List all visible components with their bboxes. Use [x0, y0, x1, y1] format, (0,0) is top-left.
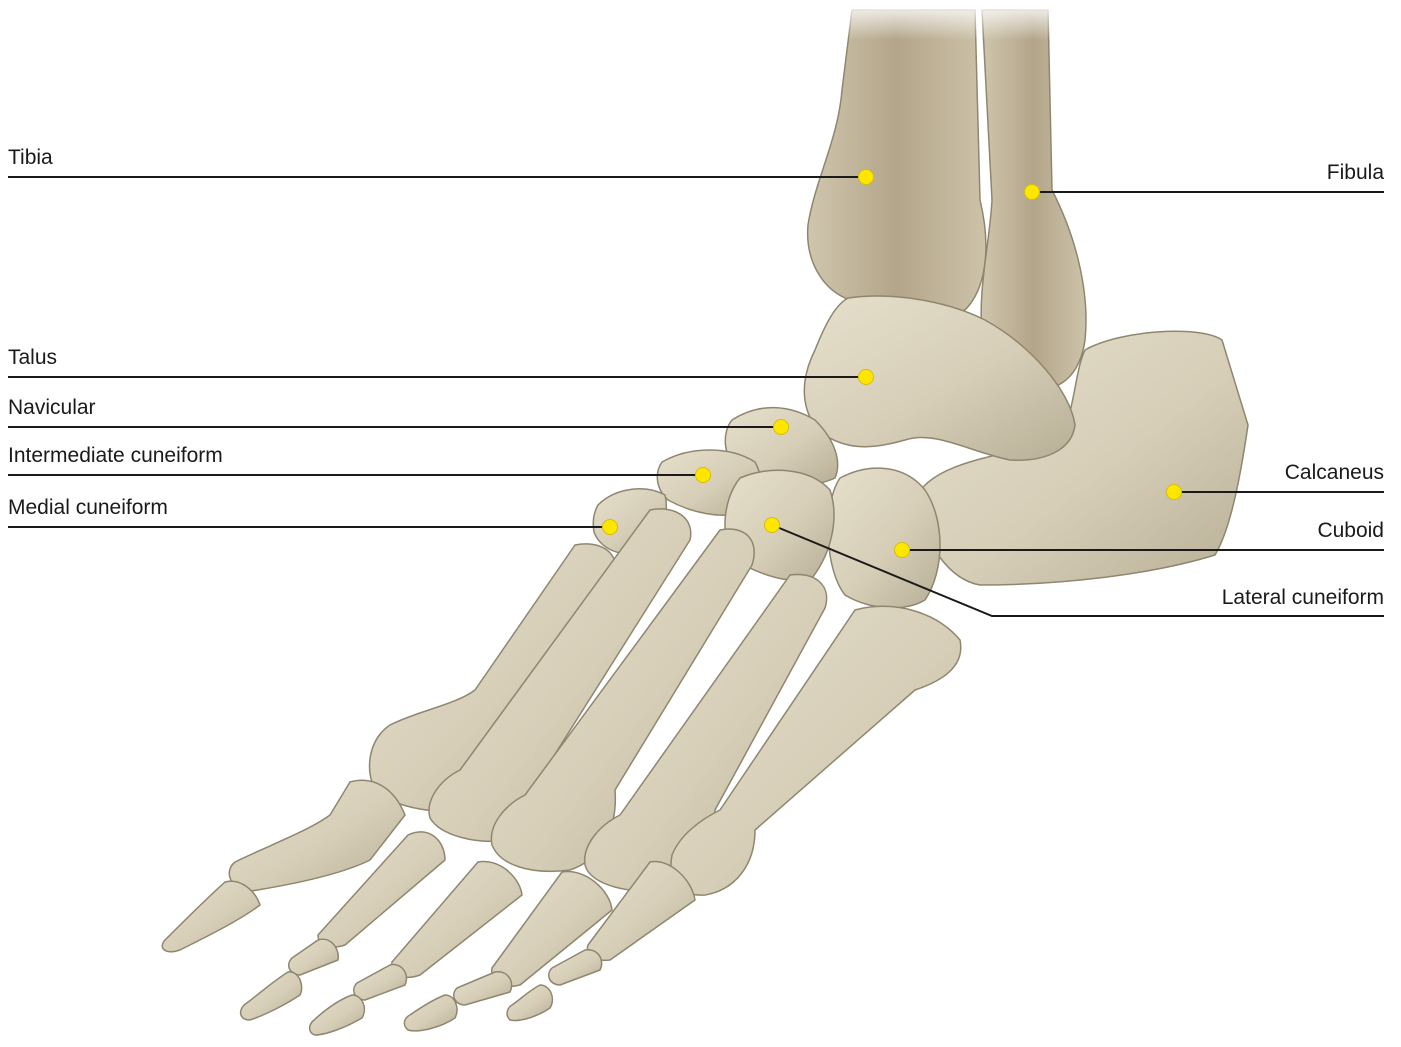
label-tibia: Tibia — [8, 146, 53, 170]
phalanx-1-distal — [162, 881, 260, 951]
phalanx-3-middle — [354, 965, 407, 1000]
phalanx-4-middle — [454, 972, 512, 1005]
calcaneus-marker — [1167, 485, 1182, 500]
label-medial-cuneiform: Medial cuneiform — [8, 496, 168, 520]
cuboid-marker — [895, 543, 910, 558]
navicular-marker — [774, 420, 789, 435]
label-intermediate-cuneiform: Intermediate cuneiform — [8, 444, 223, 468]
phalanx-2-middle — [289, 939, 339, 975]
phalanx-3-distal — [310, 995, 365, 1035]
label-cuboid: Cuboid — [1317, 519, 1384, 543]
label-talus: Talus — [8, 346, 57, 370]
phalanx-5-distal — [507, 985, 552, 1021]
label-lateral-cuneiform: Lateral cuneiform — [1222, 586, 1384, 610]
intermediate-cuneiform-marker — [696, 468, 711, 483]
label-navicular: Navicular — [8, 396, 96, 420]
lateral-cuneiform-marker — [765, 518, 780, 533]
phalanx-4-distal — [404, 995, 457, 1031]
label-fibula: Fibula — [1327, 161, 1384, 185]
phalanx-2-distal — [241, 972, 302, 1020]
tibia-marker — [859, 170, 874, 185]
tibia-bone — [808, 10, 986, 317]
medial-cuneiform-marker — [603, 520, 618, 535]
top-fade-overlay — [820, 0, 1070, 40]
fibula-marker — [1025, 185, 1040, 200]
talus-marker — [859, 370, 874, 385]
label-calcaneus: Calcaneus — [1285, 461, 1384, 485]
